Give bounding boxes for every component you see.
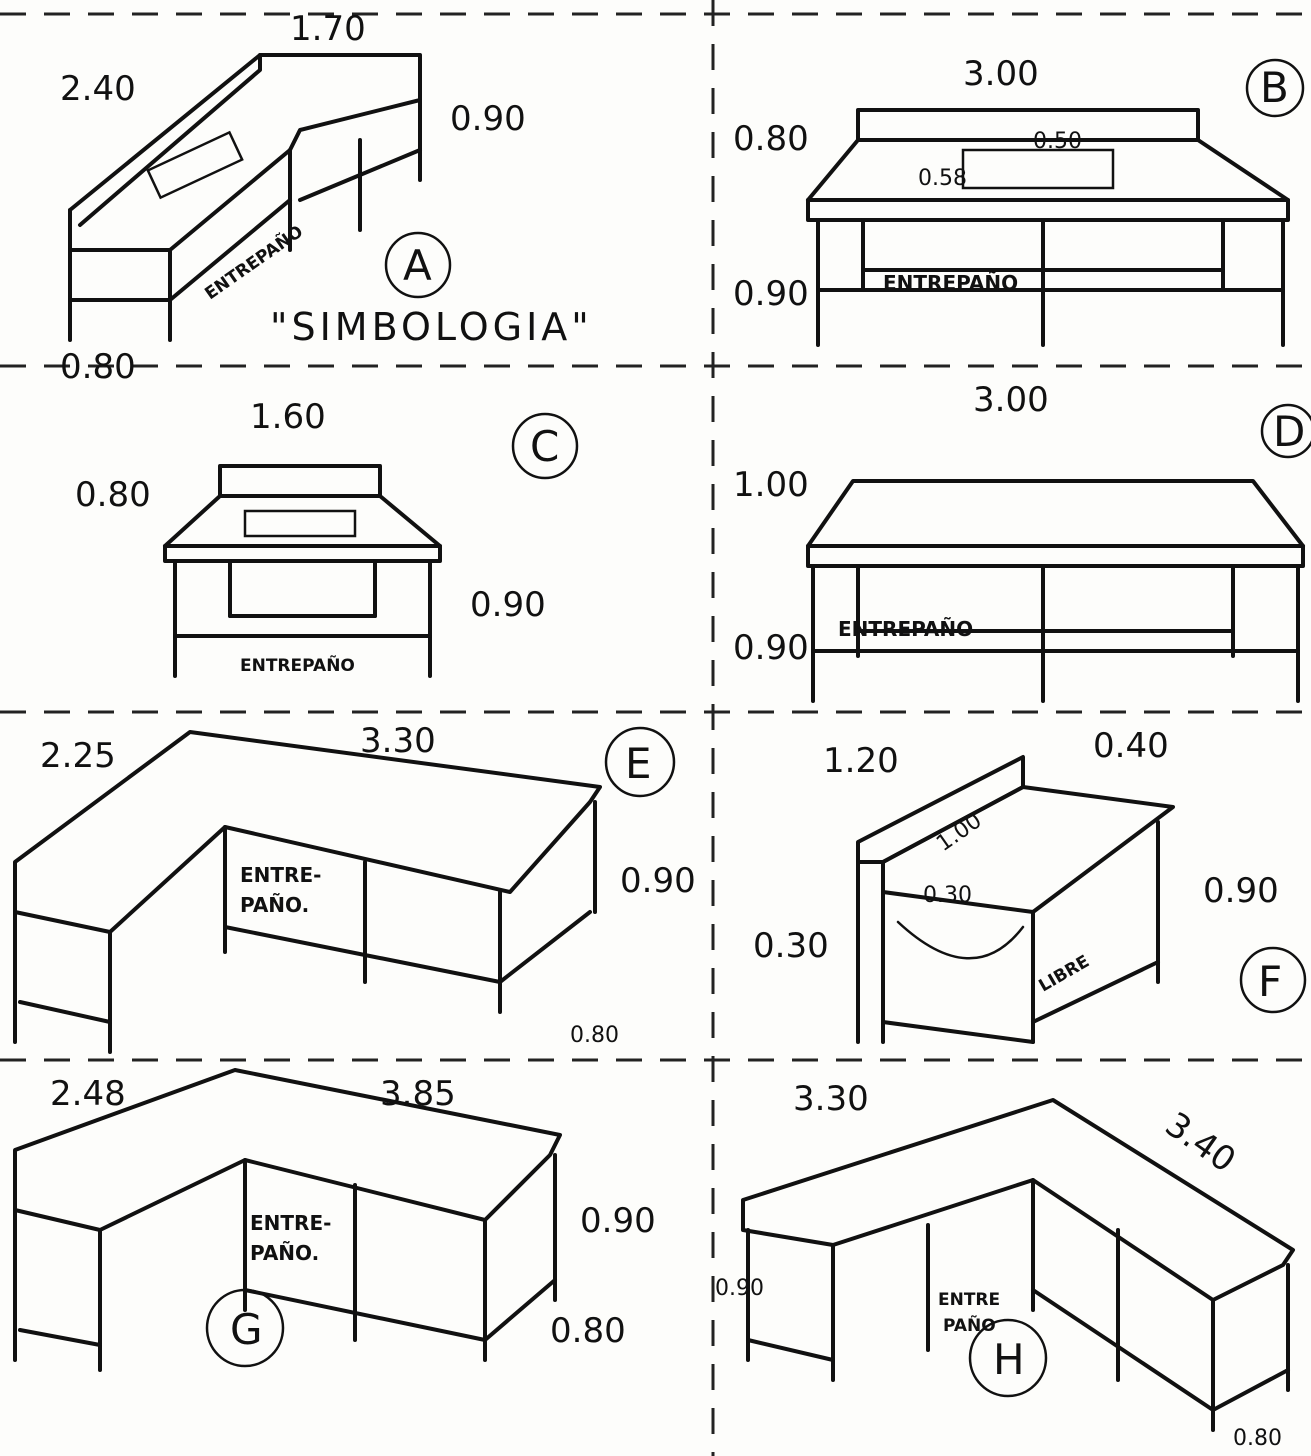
letter-a: A	[403, 241, 432, 290]
sink-b-icon	[961, 148, 1115, 190]
letter-h: H	[993, 1335, 1025, 1384]
letter-a-circle	[384, 231, 452, 299]
dim-h-length: 3.30	[793, 1079, 869, 1119]
table-b-panel: 3.00 0.80 0.58 0.50 0.90 ENTREPAÑO B	[713, 0, 1311, 366]
letter-g-circle	[205, 1288, 285, 1368]
letter-d: D	[1273, 407, 1305, 456]
dim-g-height: 0.90	[580, 1201, 656, 1241]
dim-d-height: 0.90	[733, 628, 809, 668]
dim-a-height: 0.90	[450, 99, 526, 139]
dim-f-width: 1.20	[823, 741, 899, 781]
letter-f: F	[1258, 957, 1282, 1006]
table-d-drawing	[806, 479, 1305, 703]
table-a-drawing	[68, 53, 422, 342]
dim-f-basin-depth: 0.30	[923, 883, 972, 908]
letter-b: B	[1260, 63, 1289, 112]
shelf-label-b: ENTREPAÑO	[883, 271, 1018, 295]
letter-f-circle	[1239, 946, 1307, 1014]
table-e-panel: 2.25 3.30 0.90 0.80 ENTRE-PAÑO. E	[0, 712, 700, 1060]
dim-f-height: 0.90	[1203, 871, 1279, 911]
table-g-drawing	[13, 1068, 562, 1372]
dim-a-length: 2.40	[60, 69, 136, 109]
dim-d-width: 3.00	[973, 380, 1049, 420]
dim-e-side: 0.80	[570, 1023, 619, 1048]
dim-a-depth: 0.80	[60, 347, 136, 387]
dim-g-side: 0.80	[550, 1311, 626, 1351]
letter-g: G	[230, 1305, 263, 1354]
dim-f-drop: 0.30	[753, 926, 829, 966]
letter-e-circle	[604, 726, 676, 798]
shelf-label-c: ENTREPAÑO	[240, 653, 355, 676]
table-f-drawing	[856, 755, 1175, 1044]
sink-c-icon	[243, 509, 357, 538]
dim-g-length: 3.85	[380, 1074, 456, 1114]
dim-h-depth: 0.80	[1233, 1426, 1282, 1451]
table-e-drawing	[13, 730, 602, 1054]
table-b-drawing	[806, 108, 1290, 347]
dim-b-sink-a: 0.58	[918, 166, 967, 191]
letter-d-circle	[1260, 403, 1311, 459]
shelf-label-e: ENTRE-PAÑO.	[240, 863, 321, 917]
dim-h-side-length: 3.40	[1158, 1105, 1243, 1181]
table-g-panel: 2.48 3.85 0.90 0.80 ENTRE-PAÑO. G	[0, 1060, 700, 1456]
letter-c: C	[530, 422, 559, 471]
title: "SIMBOLOGIA"	[270, 305, 593, 349]
shelf-label-g: ENTRE-PAÑO.	[250, 1211, 331, 1265]
dim-g-depth: 2.48	[50, 1074, 126, 1114]
dim-b-sink-b: 0.50	[1033, 129, 1082, 154]
table-a-panel: 1.70 2.40 0.90 0.80 ENTREPAÑO A "SIMBOLO…	[0, 0, 700, 387]
dim-b-width: 3.00	[963, 54, 1039, 94]
letter-e: E	[625, 739, 652, 788]
dim-f-basin: 1.00	[932, 808, 986, 857]
dim-b-depth: 0.80	[733, 119, 809, 159]
dim-a-width: 1.70	[290, 9, 366, 49]
letter-b-circle	[1245, 58, 1305, 118]
table-h-drawing	[741, 1098, 1295, 1432]
table-c-panel: 1.60 0.80 0.90 ENTREPAÑO C	[0, 366, 700, 712]
dim-c-width: 1.60	[250, 397, 326, 437]
table-c-drawing	[163, 464, 442, 678]
letter-h-circle	[968, 1318, 1048, 1398]
dim-c-height: 0.90	[470, 585, 546, 625]
table-f-panel: 1.20 0.40 1.00 0.30 0.30 0.90 LIBRE F	[713, 712, 1311, 1060]
dim-h-height: 0.90	[715, 1276, 764, 1301]
table-d-panel: 3.00 1.00 0.90 ENTREPAÑO D	[713, 366, 1311, 712]
dim-e-depth: 2.25	[40, 736, 116, 776]
letter-c-circle	[511, 412, 579, 480]
dim-e-length: 3.30	[360, 721, 436, 761]
dim-b-height: 0.90	[733, 274, 809, 314]
dim-c-depth: 0.80	[75, 475, 151, 515]
free-label-f: LIBRE	[1036, 952, 1093, 997]
dim-d-depth: 1.00	[733, 465, 809, 505]
dim-e-height: 0.90	[620, 861, 696, 901]
dim-f-depth: 0.40	[1093, 726, 1169, 766]
shelf-label-d: ENTREPAÑO	[838, 617, 973, 641]
